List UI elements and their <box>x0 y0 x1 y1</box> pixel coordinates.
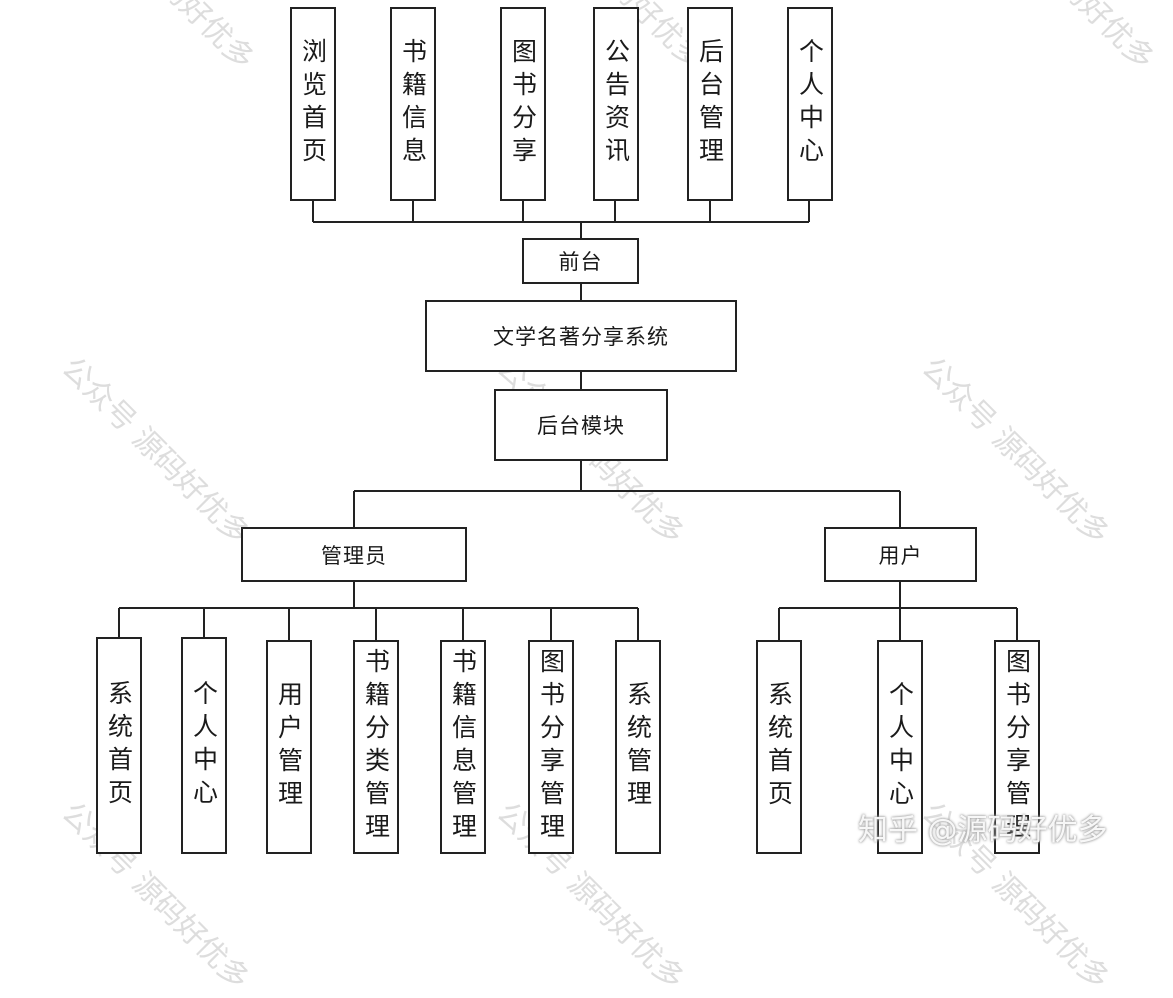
system-node: 文学名著分享系统 <box>425 300 737 372</box>
module-box: 浏览首页 <box>290 7 336 201</box>
user-node: 用户 <box>824 527 977 582</box>
module-box: 后台管理 <box>687 7 733 201</box>
admin-module-box: 图书分享管理 <box>528 640 574 854</box>
connector <box>353 461 901 527</box>
connector-lines <box>118 201 1018 640</box>
admin-module-box: 系统管理 <box>615 640 661 854</box>
module-box: 书籍信息 <box>390 7 436 201</box>
admin-module-box: 书籍信息管理 <box>440 640 486 854</box>
connector <box>119 582 638 609</box>
connector <box>118 608 639 640</box>
user-module-box: 个人中心 <box>877 640 923 854</box>
admin-module-box: 系统首页 <box>96 637 142 854</box>
module-box: 公告资讯 <box>593 7 639 201</box>
module-box: 图书分享 <box>500 7 546 201</box>
brand-watermark: 知乎 @源码好优多 <box>858 813 1108 848</box>
connector <box>779 582 1017 609</box>
user-module-box: 图书分享管理 <box>994 640 1040 854</box>
frontend-node: 前台 <box>522 238 639 284</box>
admin-module-box: 用户管理 <box>266 640 312 854</box>
user-module-box: 系统首页 <box>756 640 802 854</box>
admin-module-box: 个人中心 <box>181 637 227 854</box>
module-box: 个人中心 <box>787 7 833 201</box>
connector <box>778 608 1018 640</box>
connector <box>312 201 810 222</box>
admin-module-box: 书籍分类管理 <box>353 640 399 854</box>
admin-node: 管理员 <box>241 527 467 582</box>
backend-node: 后台模块 <box>494 389 668 461</box>
